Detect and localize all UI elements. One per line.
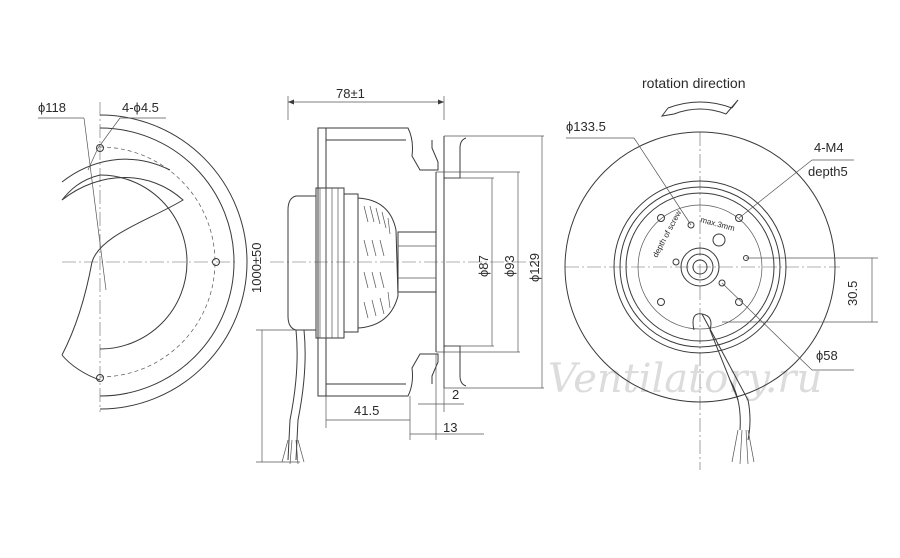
label-phi58: ϕ58 (816, 348, 838, 363)
rotation-direction-label: rotation direction (642, 75, 746, 91)
dim-30.5: 30.5 (845, 281, 860, 306)
label-phi118: ϕ118 (38, 100, 66, 115)
dim-phi129: ϕ129 (527, 253, 542, 282)
left-view-mounting-ring (38, 102, 248, 412)
watermark-text: Ventilatory.ru (548, 356, 822, 402)
label-depth-of-screw: depth of screw (651, 209, 683, 259)
label-phi133.5: ϕ133.5 (566, 119, 606, 134)
dim-2: 2 (452, 387, 459, 402)
dim-phi93: ϕ93 (502, 255, 517, 277)
dim-41.5: 41.5 (354, 403, 379, 418)
front-view (564, 99, 878, 470)
label-max3mm: max.3mm (699, 215, 736, 233)
label-4-phi4.5: 4-ϕ4.5 (122, 100, 159, 115)
side-view-section (256, 96, 544, 465)
dim-1000: 1000±50 (249, 242, 264, 293)
dim-78: 78±1 (336, 86, 365, 101)
dim-phi87: ϕ87 (476, 255, 491, 277)
dim-13: 13 (443, 420, 457, 435)
label-4-m4: 4-M4 (814, 140, 844, 155)
label-depth5: depth5 (808, 164, 848, 179)
